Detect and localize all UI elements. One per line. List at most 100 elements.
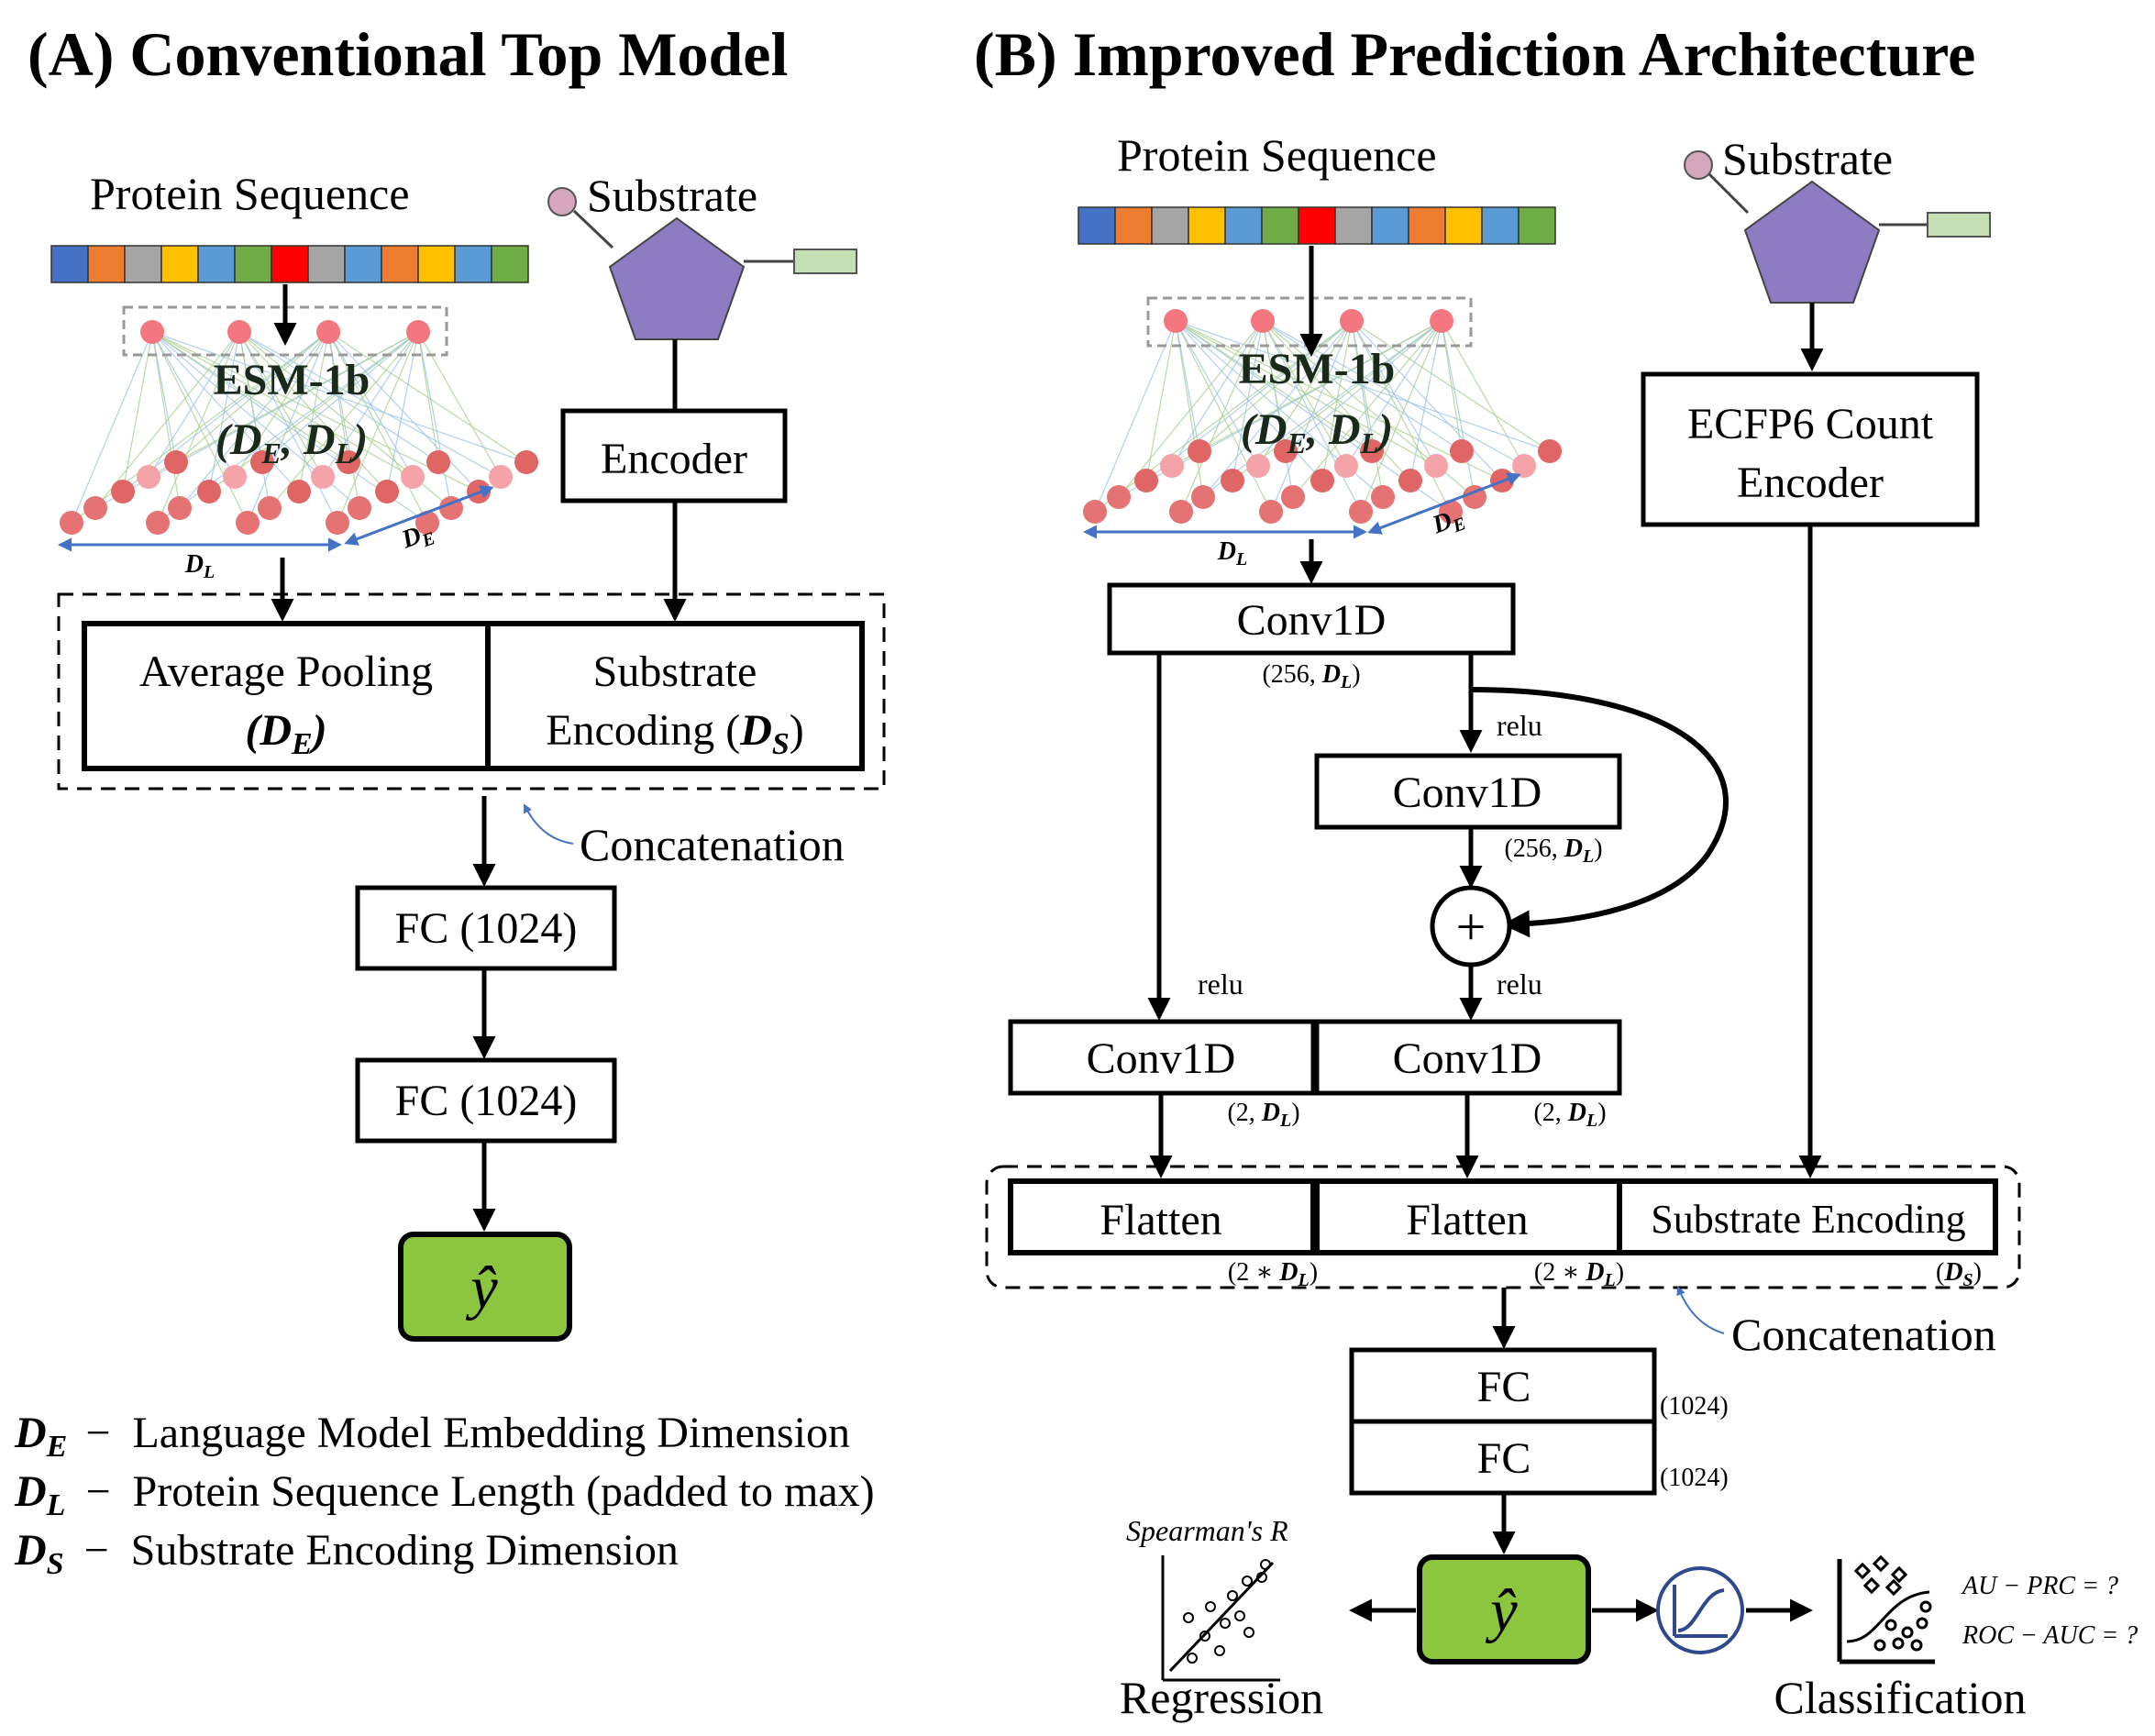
network-node xyxy=(1398,469,1422,492)
panel-a-de-arrow xyxy=(344,485,494,546)
network-edge xyxy=(1292,320,1442,498)
network-node xyxy=(1360,439,1384,463)
panel-b-output-box xyxy=(1417,1554,1591,1664)
panel-a-sub-enc-box xyxy=(485,621,865,771)
sequence-cell xyxy=(197,245,236,283)
network-edge xyxy=(417,331,452,509)
network-node xyxy=(140,320,164,344)
panel-a-fc2-box xyxy=(355,1057,617,1144)
panel-b-auprc-label: AU − PRC = ? xyxy=(1961,1572,2118,1600)
classification-plot-icon xyxy=(1837,1554,1935,1664)
network-edge xyxy=(1180,320,1264,513)
panel-b-flatten2-dim: (2 ∗ DL) xyxy=(1534,1258,1624,1290)
panel-b-substrate-bond xyxy=(1707,172,1750,215)
sequence-cell xyxy=(1114,206,1153,245)
sequence-cell xyxy=(417,245,456,283)
panel-b-conv-mid-label: Conv1D xyxy=(1393,768,1542,817)
panel-a-encoder-label: Encoder xyxy=(601,435,747,483)
network-edge xyxy=(1175,320,1200,452)
network-node xyxy=(1538,439,1562,463)
network-node xyxy=(227,320,251,344)
network-node xyxy=(146,511,170,535)
panel-b-conv-mid-box xyxy=(1314,753,1622,830)
panel-b-conv-right-label: Conv1D xyxy=(1393,1034,1542,1083)
network-edge xyxy=(1118,320,1264,498)
sequence-cell xyxy=(50,245,89,283)
network-node xyxy=(1512,454,1536,478)
network-node xyxy=(1450,439,1474,463)
panel-b-conv-right-dim: (2, DL) xyxy=(1533,1099,1606,1131)
panel-b-ecfp-label-2: Encoder xyxy=(1737,459,1884,507)
network-node xyxy=(1107,485,1131,509)
sequence-cell xyxy=(1518,206,1556,245)
network-node xyxy=(348,496,371,520)
panel-b-relu-left: relu xyxy=(1198,968,1243,1001)
panel-b-classification-label: Classification xyxy=(1774,1672,2027,1723)
network-node xyxy=(375,480,399,503)
sequence-cell xyxy=(87,245,126,283)
network-node xyxy=(250,450,274,474)
sequence-cell xyxy=(271,245,309,283)
panel-b-ecfp-label-1: ECFP6 Count xyxy=(1687,400,1934,448)
panel-b-rocauc-label: ROC − AUC = ? xyxy=(1962,1621,2138,1650)
network-edge xyxy=(1409,320,1442,481)
network-node xyxy=(1191,485,1215,509)
legend: DE−Language Model Embedding Dimension DL… xyxy=(14,1409,875,1581)
panel-a-substrate-bond xyxy=(572,209,614,249)
panel-b-esm-dims: (DE, DL) xyxy=(1241,405,1393,459)
sequence-cell xyxy=(124,245,162,283)
panel-b-output-label: ŷ xyxy=(1485,1577,1518,1644)
network-edge xyxy=(1145,320,1177,481)
network-node xyxy=(1134,469,1158,492)
network-edge xyxy=(1094,320,1177,513)
panel-a-sub-enc-label: Substrate xyxy=(593,647,757,696)
sequence-cell xyxy=(1078,206,1116,245)
network-node xyxy=(236,511,260,535)
panel-b-fc2-label: FC xyxy=(1477,1434,1531,1483)
panel-b-add-symbol: + xyxy=(1456,897,1486,956)
panel-a-substrate-dot-icon xyxy=(547,187,577,216)
sequence-cell xyxy=(1334,206,1373,245)
panel-b-substrate-pentagon-icon xyxy=(1743,180,1881,304)
network-edge xyxy=(327,331,480,492)
network-node xyxy=(1334,454,1358,478)
network-node xyxy=(168,496,192,520)
panel-a-output-box xyxy=(398,1232,572,1342)
sigmoid-curve xyxy=(1673,1585,1728,1638)
network-edge xyxy=(1351,320,1551,452)
sequence-cell xyxy=(234,245,272,283)
network-node xyxy=(223,465,247,489)
network-edge xyxy=(1351,320,1373,452)
network-node xyxy=(1274,439,1298,463)
panel-a-fc2-label: FC (1024) xyxy=(395,1077,578,1125)
legend-ds: DS−Substrate Encoding Dimension xyxy=(14,1526,679,1581)
network-node xyxy=(401,465,425,489)
network-node xyxy=(1246,454,1270,478)
network-node xyxy=(287,480,311,503)
panel-a-dl-label: DL xyxy=(184,550,215,582)
network-node xyxy=(326,511,349,535)
network-node xyxy=(1349,500,1373,524)
network-edge xyxy=(1199,320,1353,452)
panel-a-sequence-bar xyxy=(50,245,529,283)
network-node xyxy=(1340,309,1364,333)
panel-a-avg-pool-dim: (DE) xyxy=(245,706,326,761)
network-node xyxy=(1083,500,1107,524)
network-node xyxy=(514,450,538,474)
network-node xyxy=(1371,485,1395,509)
sequence-cell xyxy=(1481,206,1520,245)
network-edge xyxy=(386,331,419,492)
sequence-cell xyxy=(1408,206,1446,245)
panel-b-conv-top-box xyxy=(1107,582,1516,656)
sequence-cell xyxy=(344,245,382,283)
sequence-cell xyxy=(160,245,199,283)
panel-b-flatten1-dim: (2 ∗ DL) xyxy=(1228,1258,1318,1290)
panel-a-concat-label: Concatenation xyxy=(580,819,845,870)
network-node xyxy=(137,465,160,489)
network-node xyxy=(1424,454,1448,478)
panel-a-esm-name: ESM-1b xyxy=(214,356,370,404)
panel-b-fc2-box xyxy=(1349,1419,1657,1496)
panel-b-dl-label: DL xyxy=(1217,537,1247,569)
network-node xyxy=(1164,309,1188,333)
legend-de: DE−Language Model Embedding Dimension xyxy=(14,1409,850,1464)
